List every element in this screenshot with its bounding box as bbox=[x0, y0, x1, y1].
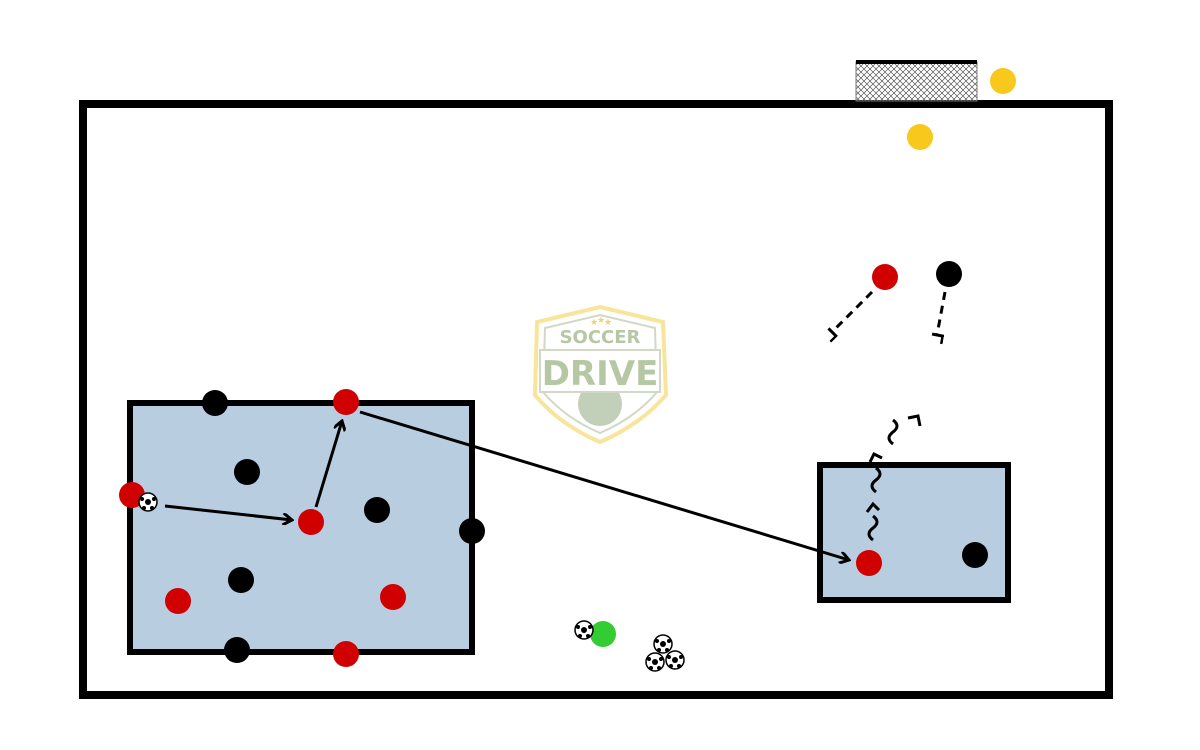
movement-lines bbox=[164, 290, 947, 560]
team-red-player bbox=[333, 641, 359, 667]
svg-text:★: ★ bbox=[604, 318, 612, 328]
svg-text:★: ★ bbox=[590, 318, 598, 328]
team-black-player bbox=[459, 518, 485, 544]
goal bbox=[855, 60, 978, 102]
team-black-player bbox=[224, 637, 250, 663]
svg-text:★: ★ bbox=[597, 316, 605, 326]
run-arrow bbox=[937, 291, 947, 335]
goalkeeper-yellow-player bbox=[990, 68, 1016, 94]
team-black-player bbox=[234, 459, 260, 485]
soccer-ball-icon bbox=[138, 492, 158, 512]
team-red-player bbox=[380, 584, 406, 610]
team-red-player bbox=[298, 509, 324, 535]
dribble-path bbox=[865, 414, 922, 542]
soccer-ball-icon bbox=[665, 650, 685, 670]
pass-arrow bbox=[314, 421, 342, 508]
team-black-player bbox=[228, 567, 254, 593]
players bbox=[119, 68, 1016, 667]
right-grid bbox=[817, 462, 1011, 603]
goalkeeper-yellow-player bbox=[907, 124, 933, 150]
run-arrow bbox=[832, 290, 874, 332]
team-red-player bbox=[872, 264, 898, 290]
logo-top-text: SOCCER bbox=[560, 327, 641, 348]
team-red-player bbox=[856, 550, 882, 576]
soccer-ball-icon bbox=[574, 620, 594, 640]
logo-main-text: DRIVE bbox=[542, 354, 659, 394]
coach-green-player bbox=[590, 621, 616, 647]
pass-arrow bbox=[164, 504, 292, 520]
soccer-ball-icon bbox=[645, 652, 665, 672]
team-black-player bbox=[364, 497, 390, 523]
team-black-player bbox=[962, 542, 988, 568]
team-black-player bbox=[936, 261, 962, 287]
team-black-player bbox=[202, 390, 228, 416]
soccer-ball-icon bbox=[653, 634, 673, 654]
pass-arrow bbox=[359, 410, 849, 560]
balls bbox=[138, 492, 685, 672]
soccer-drive-logo: ★★★ SOCCER DRIVE bbox=[532, 304, 669, 445]
team-red-player bbox=[165, 588, 191, 614]
team-red-player bbox=[333, 389, 359, 415]
